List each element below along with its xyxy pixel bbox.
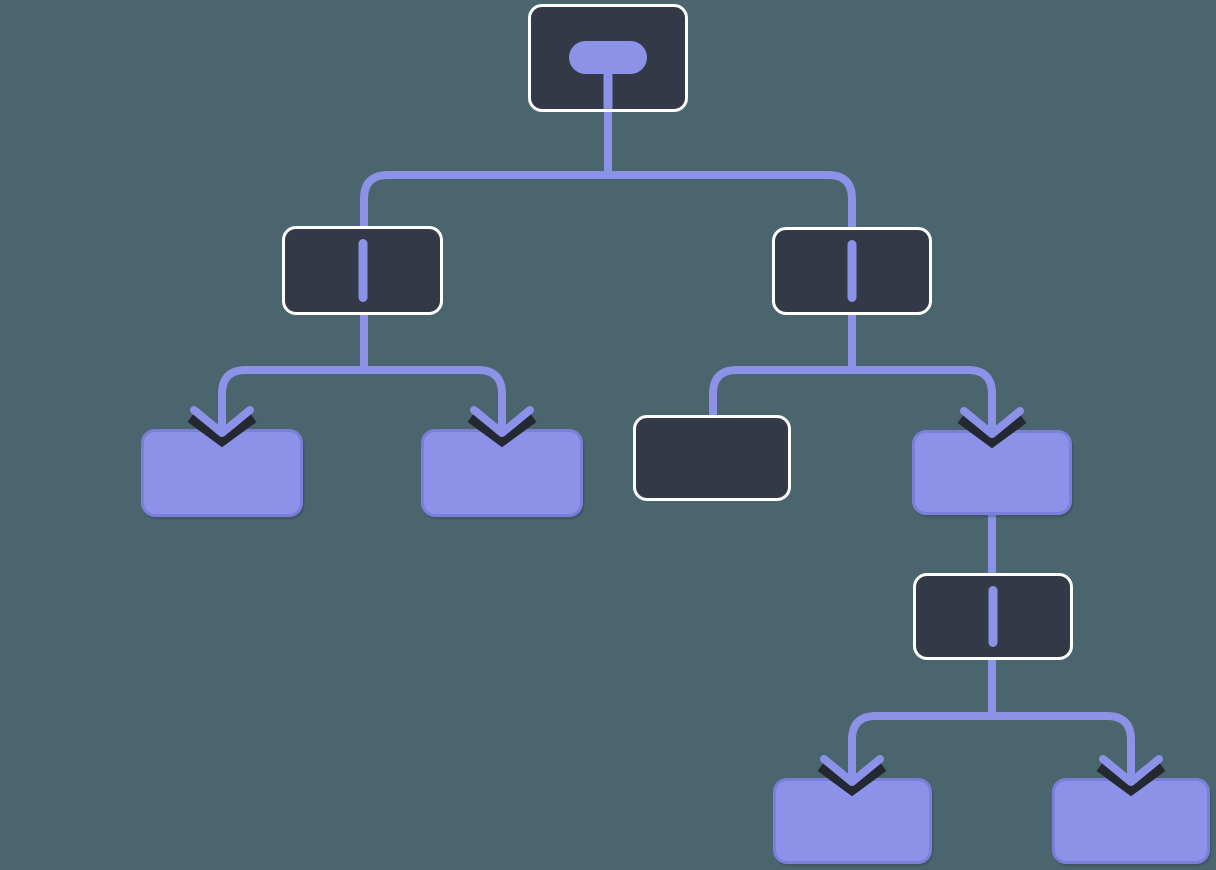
vertical-bar-icon [847,240,857,302]
leaf-left-2-node[interactable] [421,429,583,517]
leaf-bottom-1-node[interactable] [773,778,932,864]
branch-left-node[interactable] [282,226,443,315]
branch-lower-node[interactable] [913,573,1073,660]
vertical-bar-icon [988,586,998,647]
leaf-left-1-node[interactable] [141,429,303,517]
leaf-right-node[interactable] [912,430,1072,515]
dark-leaf-node[interactable] [633,415,791,501]
leaf-bottom-2-node[interactable] [1052,778,1210,864]
vertical-bar-icon [358,239,367,302]
root-node[interactable] [528,4,688,112]
root-pill-stem-icon [603,68,613,109]
branch-right-node[interactable] [772,227,932,315]
